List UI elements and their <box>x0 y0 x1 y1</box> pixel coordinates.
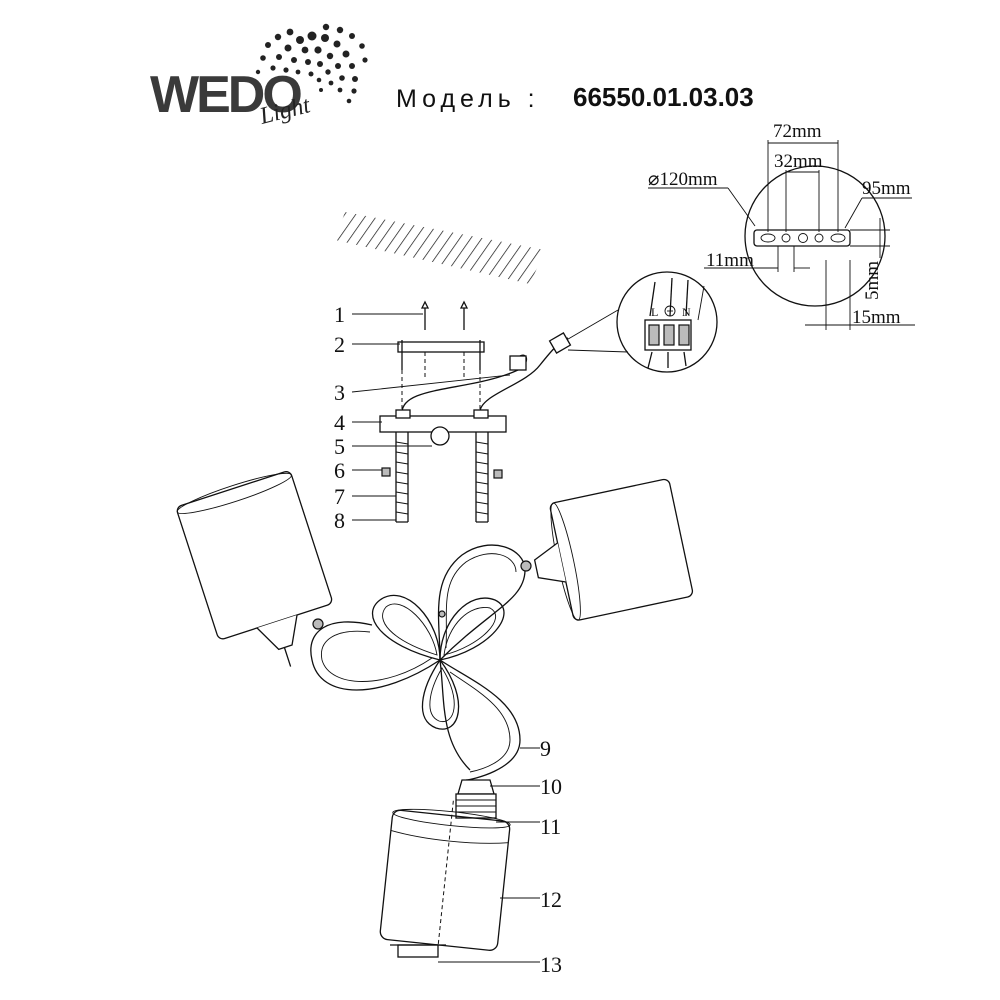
ceiling-cup-circle <box>744 165 886 307</box>
canopy-assembly <box>379 300 572 523</box>
callout-3: 3 <box>334 380 345 405</box>
brand-name: WEDO <box>150 66 301 124</box>
callout-4: 4 <box>334 410 345 435</box>
lamp-socket <box>455 779 497 819</box>
shade-bottom <box>379 800 511 951</box>
tube-left <box>395 432 409 523</box>
ground-icon <box>664 305 676 317</box>
dim-5-label: 5mm <box>862 261 883 300</box>
callout-5: 5 <box>334 434 345 459</box>
callout-12: 12 <box>540 887 562 912</box>
model-number: 66550.01.03.03 <box>573 82 754 112</box>
dim-11-label: 11mm <box>706 250 754 271</box>
shade-left <box>176 471 333 667</box>
grounding-nut <box>430 426 450 446</box>
shade-right <box>533 478 694 621</box>
decor-nut-left <box>381 467 391 477</box>
dim-72-label: 72mm <box>773 121 822 142</box>
terminal-l-label: L <box>651 305 658 319</box>
callout-2: 2 <box>334 332 345 357</box>
model-label: Модель : <box>396 85 540 113</box>
dim-15-label: 15mm <box>852 307 901 328</box>
decor-nut-right <box>493 469 503 479</box>
callout-13: 13 <box>540 952 562 977</box>
crossbar <box>397 341 485 353</box>
callout-9: 9 <box>540 736 551 761</box>
dim-diameter-label: ⌀120mm <box>648 169 718 190</box>
mounting-bar <box>753 229 851 247</box>
arm-joint-left <box>312 618 324 630</box>
end-cap <box>397 944 439 958</box>
mounting-plate-detail: 72mm 32mm ⌀120mm 95mm 11mm 5mm 15mm <box>648 121 915 330</box>
terminal-block-detail: L N <box>562 271 718 373</box>
brand-logo: WEDO Light <box>150 23 368 130</box>
callout-6: 6 <box>334 458 345 483</box>
callout-1: 1 <box>334 302 345 327</box>
callout-11: 11 <box>540 814 561 839</box>
lamp-frame <box>310 544 532 781</box>
tube-right <box>475 432 489 523</box>
callout-8: 8 <box>334 508 345 533</box>
dim-32-label: 32mm <box>774 151 823 172</box>
terminal-n-label: N <box>682 305 691 319</box>
part-callouts: 1 2 3 4 5 6 7 8 9 10 11 12 13 <box>334 302 562 977</box>
logo-swirl-icon <box>255 23 368 104</box>
dim-95-label: 95mm <box>862 178 911 199</box>
callout-7: 7 <box>334 484 345 509</box>
callout-10: 10 <box>540 774 562 799</box>
arm-joint-right <box>520 560 532 572</box>
ceiling-hatch <box>335 212 545 284</box>
